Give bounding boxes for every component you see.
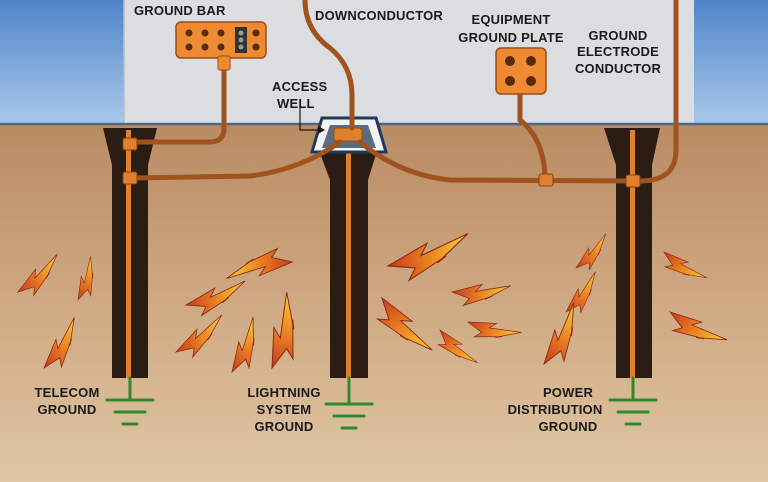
- power-ground-rod: [604, 128, 660, 378]
- ground-bar-icon: [175, 21, 267, 71]
- ground-plate-icon: [495, 47, 547, 95]
- access-well-pointer-head: [318, 126, 325, 134]
- electrode-conductor-label-line2: ELECTRODE: [577, 44, 659, 59]
- access-well-label-line1: ACCESS: [272, 79, 328, 94]
- lightning-ground-label-line3: GROUND: [255, 419, 314, 434]
- electrode-conductor-label-line1: GROUND: [589, 28, 648, 43]
- power-ground-label-line1: POWER: [543, 385, 594, 400]
- power-ground-label-line3: GROUND: [539, 419, 598, 434]
- lightning-ground-symbol-icon: [324, 376, 374, 430]
- equipment-plate-label-line1: EQUIPMENT: [471, 12, 550, 27]
- telecom-ground-rod: [103, 128, 157, 378]
- lightning-ground-label-line1: LIGHTNING: [247, 385, 320, 400]
- equipment-clamp: [538, 173, 554, 187]
- equipment-plate-label-line2: GROUND PLATE: [458, 30, 564, 45]
- access-well-label-line2: WELL: [277, 96, 315, 111]
- telecom-ground-label-line1: TELECOM: [35, 385, 100, 400]
- ground-bar-label: GROUND BAR: [134, 3, 226, 18]
- telecom-clamp-upper: [122, 137, 138, 151]
- telecom-clamp-lower: [122, 171, 138, 185]
- power-ground-label-line2: DISTRIBUTION: [508, 402, 603, 417]
- bonding-conductors: [129, 0, 679, 184]
- access-well-pointer: [299, 106, 318, 131]
- power-ground-symbol-icon: [608, 376, 658, 426]
- lightning-ground-rod: [318, 140, 378, 378]
- downconductor-label: DOWNCONDUCTOR: [315, 8, 443, 23]
- telecom-ground-label-line2: GROUND: [38, 402, 97, 417]
- power-clamp: [625, 174, 641, 188]
- lightning-ground-label-line2: SYSTEM: [257, 402, 312, 417]
- telecom-ground-symbol-icon: [105, 376, 155, 426]
- electrode-conductor-label-line3: CONDUCTOR: [575, 61, 661, 76]
- access-well: [309, 116, 389, 154]
